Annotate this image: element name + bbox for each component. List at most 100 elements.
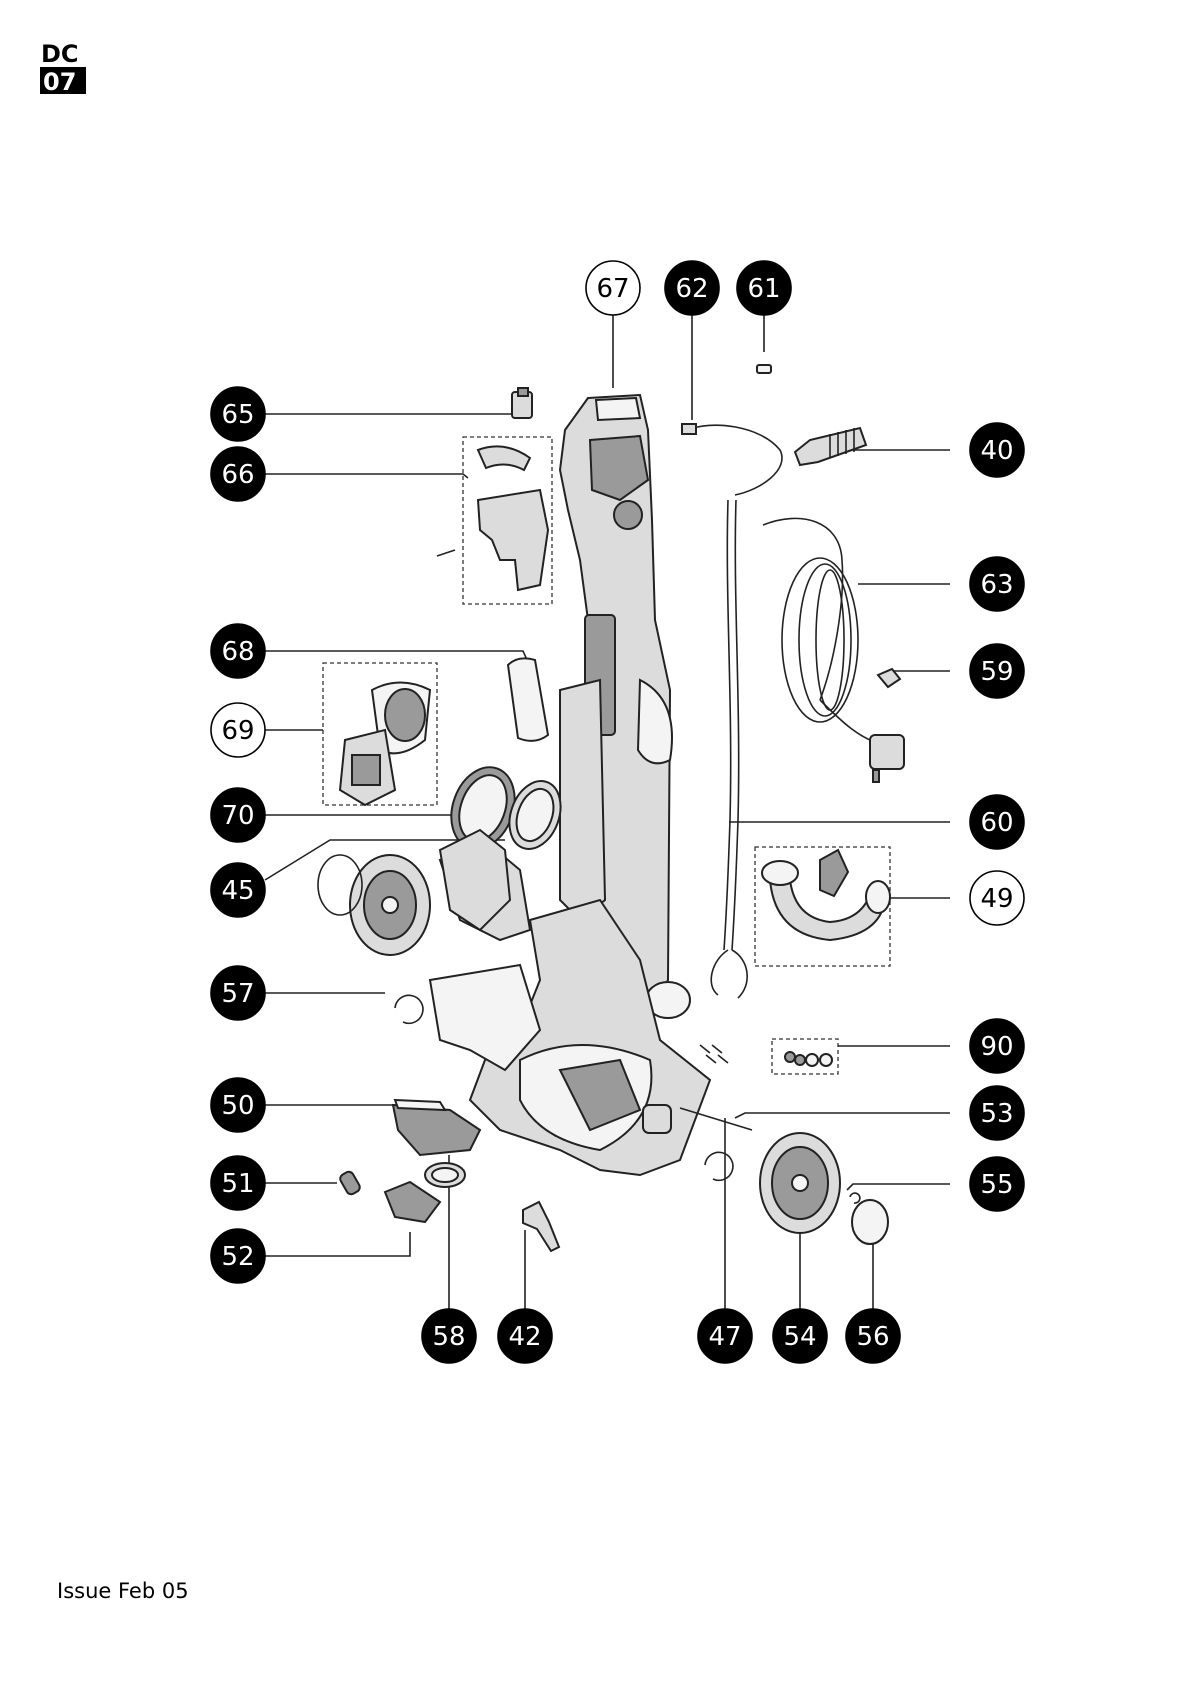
callout-number: 52 bbox=[221, 1242, 254, 1272]
callout-circle bbox=[210, 386, 266, 442]
callout-47: 47 bbox=[697, 1308, 753, 1364]
callout-circle bbox=[697, 1308, 753, 1364]
callout-circle bbox=[969, 1085, 1025, 1141]
callout-circle bbox=[210, 965, 266, 1021]
callout-55: 55 bbox=[969, 1156, 1025, 1212]
callout-number: 61 bbox=[747, 274, 780, 304]
callout-circle bbox=[969, 556, 1025, 612]
callout-circle bbox=[969, 643, 1025, 699]
callout-68: 68 bbox=[210, 623, 266, 679]
part-53-axle bbox=[679, 1107, 753, 1131]
callout-66: 66 bbox=[210, 446, 266, 502]
callout-circle bbox=[210, 787, 266, 843]
callout-circle bbox=[497, 1308, 553, 1364]
part-68-seal bbox=[506, 657, 550, 742]
callout-circle bbox=[772, 1308, 828, 1364]
callout-number: 70 bbox=[221, 801, 254, 831]
part-63-mains-cable bbox=[762, 517, 905, 783]
callout-number: 65 bbox=[221, 400, 254, 430]
callout-53: 53 bbox=[969, 1085, 1025, 1141]
callout-42: 42 bbox=[497, 1308, 553, 1364]
kit-boxes bbox=[322, 436, 891, 1075]
callout-circle bbox=[969, 870, 1025, 926]
callout-52: 52 bbox=[210, 1228, 266, 1284]
callout-59: 59 bbox=[969, 643, 1025, 699]
callout-number: 53 bbox=[980, 1099, 1013, 1129]
callout-56: 56 bbox=[845, 1308, 901, 1364]
part-50-cover bbox=[391, 1103, 482, 1157]
part-47-clip bbox=[704, 1151, 734, 1182]
callout-57: 57 bbox=[210, 965, 266, 1021]
callout-circle bbox=[210, 1228, 266, 1284]
callout-circle bbox=[210, 1077, 266, 1133]
callout-circle bbox=[845, 1308, 901, 1364]
part-61-pin bbox=[756, 364, 772, 374]
logo-line1: DC bbox=[41, 40, 79, 68]
callout-circle bbox=[969, 794, 1025, 850]
callout-number: 90 bbox=[980, 1032, 1013, 1062]
callout-69: 69 bbox=[210, 702, 266, 758]
callout-58: 58 bbox=[421, 1308, 477, 1364]
callouts: 67 62 61 65 66 40 63 68 59 69 70 60 45 49 57 90 50 53 51 55… bbox=[210, 260, 1025, 1364]
callout-number: 67 bbox=[596, 274, 629, 304]
callout-circle bbox=[736, 260, 792, 316]
callout-number: 59 bbox=[980, 657, 1013, 687]
callout-61: 61 bbox=[736, 260, 792, 316]
logo-line2: 07 bbox=[43, 68, 76, 94]
callout-70: 70 bbox=[210, 787, 266, 843]
callout-circle bbox=[210, 446, 266, 502]
dc07-logo: DC 07 bbox=[40, 38, 86, 96]
callout-51: 51 bbox=[210, 1155, 266, 1211]
callout-63: 63 bbox=[969, 556, 1025, 612]
callout-circle bbox=[210, 1155, 266, 1211]
part-90-fixings bbox=[699, 1044, 833, 1067]
callout-60: 60 bbox=[969, 794, 1025, 850]
callout-number: 51 bbox=[221, 1169, 254, 1199]
callout-67: 67 bbox=[585, 260, 641, 316]
callout-65: 65 bbox=[210, 386, 266, 442]
callout-number: 57 bbox=[221, 979, 254, 1009]
part-59-clip bbox=[876, 667, 902, 689]
callout-number: 50 bbox=[221, 1091, 254, 1121]
part-42-latch bbox=[522, 1200, 561, 1253]
callout-number: 63 bbox=[980, 570, 1013, 600]
part-66-clip bbox=[476, 445, 532, 472]
callout-40: 40 bbox=[969, 422, 1025, 478]
callout-number: 45 bbox=[221, 876, 254, 906]
callout-90: 90 bbox=[969, 1018, 1025, 1074]
part-51-roller bbox=[339, 1170, 361, 1196]
callout-49: 49 bbox=[969, 870, 1025, 926]
part-52-clip bbox=[383, 1180, 442, 1224]
part-55-clip bbox=[849, 1192, 861, 1204]
callout-45: 45 bbox=[210, 862, 266, 918]
callout-number: 47 bbox=[708, 1322, 741, 1352]
part-56-hubcap bbox=[851, 1199, 889, 1245]
callout-circle bbox=[969, 422, 1025, 478]
callout-number: 62 bbox=[675, 274, 708, 304]
callout-circle bbox=[210, 702, 266, 758]
callout-circle bbox=[585, 260, 641, 316]
callout-number: 66 bbox=[221, 460, 254, 490]
callout-number: 69 bbox=[221, 716, 254, 746]
callout-number: 40 bbox=[980, 436, 1013, 466]
callout-circle bbox=[969, 1156, 1025, 1212]
callout-circle bbox=[210, 623, 266, 679]
callout-number: 56 bbox=[856, 1322, 889, 1352]
callout-54: 54 bbox=[772, 1308, 828, 1364]
callout-number: 68 bbox=[221, 637, 254, 667]
part-57-clip bbox=[394, 994, 424, 1025]
part-69-assembly bbox=[338, 681, 432, 807]
callout-62: 62 bbox=[664, 260, 720, 316]
callout-circle bbox=[664, 260, 720, 316]
parts bbox=[317, 364, 905, 1253]
part-60-cable bbox=[723, 499, 732, 951]
callout-circle bbox=[969, 1018, 1025, 1074]
callout-number: 60 bbox=[980, 808, 1013, 838]
callout-50: 50 bbox=[210, 1077, 266, 1133]
part-62-wiring bbox=[687, 424, 783, 496]
issue-date: Issue Feb 05 bbox=[57, 1579, 189, 1603]
callout-number: 54 bbox=[783, 1322, 816, 1352]
callout-circle bbox=[421, 1308, 477, 1364]
callout-circle bbox=[210, 862, 266, 918]
callout-number: 55 bbox=[980, 1170, 1013, 1200]
